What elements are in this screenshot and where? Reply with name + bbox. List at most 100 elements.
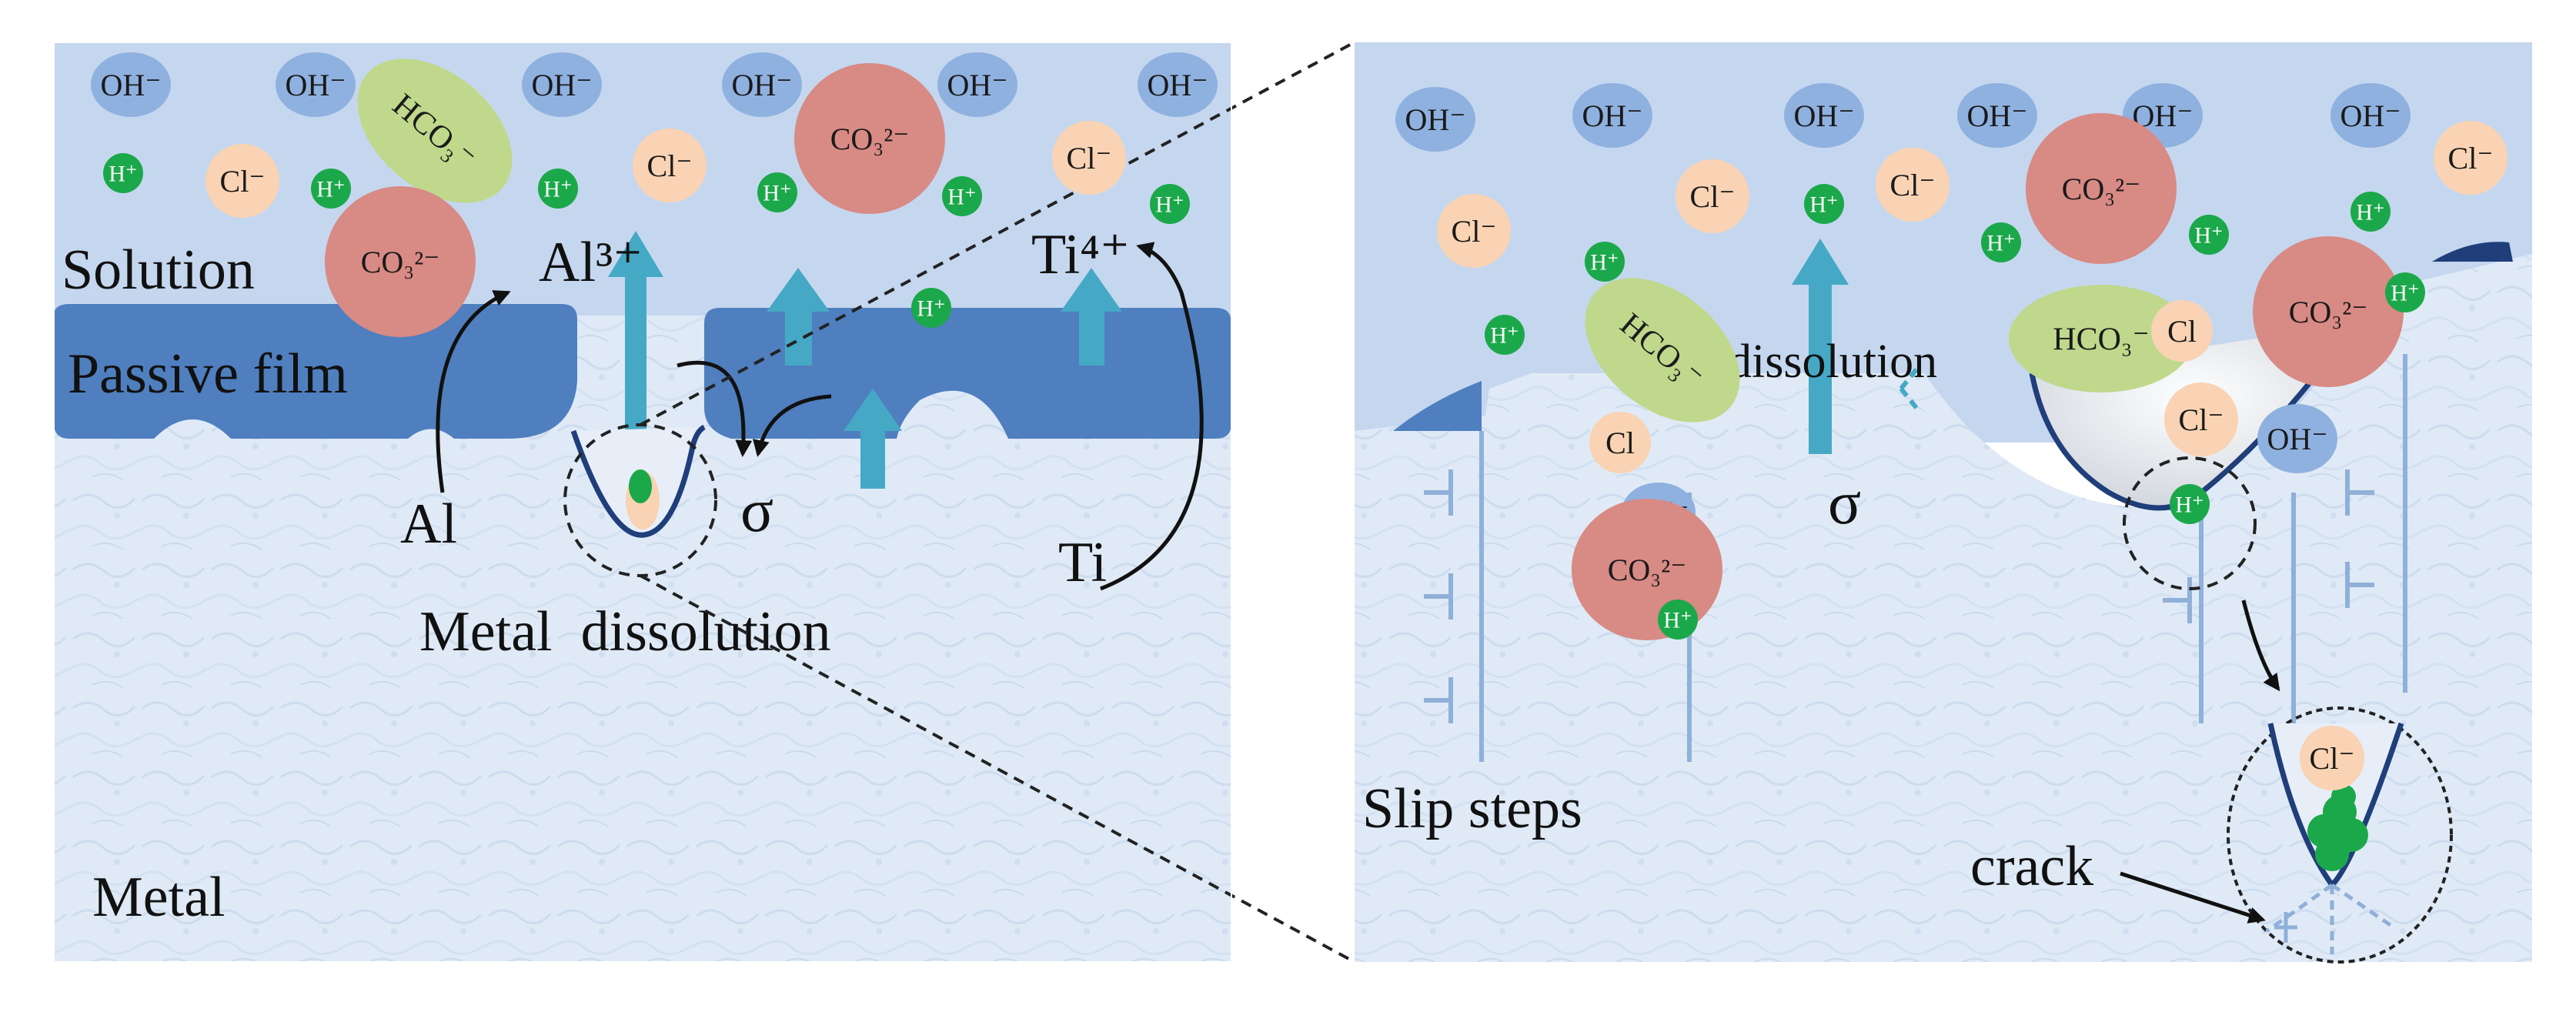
left-panel-frame xyxy=(53,42,1232,963)
ti-label: Ti xyxy=(1058,531,1107,594)
passive-film-label: Passive film xyxy=(68,342,348,406)
oh-ion-label: OH⁻ xyxy=(947,68,1008,102)
crack-tip-marker xyxy=(2274,912,2297,943)
clp-ion: Cl xyxy=(1589,412,1651,473)
h-ion-label: H⁺ xyxy=(1155,192,1184,218)
h-ion-label: H⁺ xyxy=(109,162,138,187)
co3-ion-body xyxy=(325,186,476,337)
right-pit-zoom-circle xyxy=(2123,456,2257,590)
film-arrow-1 xyxy=(767,268,830,366)
h-ion-body xyxy=(2385,272,2425,312)
h-ion-body xyxy=(757,172,797,212)
co3-ion: CO₃²⁻ xyxy=(1572,499,1722,640)
hco3-ion-body xyxy=(1585,278,1740,423)
cl-ion-label: Cl⁻ xyxy=(1890,168,1936,202)
oh-ion-body xyxy=(2257,404,2337,473)
dissolution-dash-right xyxy=(1899,368,1919,409)
h-ion: H⁺ xyxy=(942,176,982,216)
h-ion-label: H⁺ xyxy=(1986,231,2016,256)
cl-ion-label: Cl⁻ xyxy=(1452,214,1497,249)
solution-label: Solution xyxy=(62,239,255,302)
cl-ion-body xyxy=(1876,148,1950,222)
oh-ion-label: OH⁻ xyxy=(1967,99,2028,133)
oh-ion: OH⁻ xyxy=(91,52,171,117)
sigma-curve-arrow-2 xyxy=(753,394,832,457)
cl-ion: Cl⁻ xyxy=(205,144,279,218)
h-ion-body xyxy=(1150,184,1190,224)
oh-ion: OH⁻ xyxy=(1395,87,1475,152)
cl-ion-body xyxy=(2434,121,2508,195)
h-ion-label: H⁺ xyxy=(1809,192,1839,218)
crack-label: crack xyxy=(1970,835,2093,898)
cl-ion: Cl⁻ xyxy=(2434,121,2508,195)
cl-ion-label: Cl⁻ xyxy=(2448,141,2494,175)
crack-tip-dashes xyxy=(2265,883,2395,954)
al-label: Al xyxy=(400,493,457,556)
metal-dissolution-label: Metal dissolution xyxy=(419,600,830,663)
h-ion: H⁺ xyxy=(2350,192,2391,232)
cl-ion-body xyxy=(633,129,707,202)
h-ion-label: H⁺ xyxy=(543,177,573,202)
co3-ion-body xyxy=(2253,236,2404,387)
oh-ion-label: OH⁻ xyxy=(1582,99,1643,133)
cl-ion: Cl⁻ xyxy=(1676,159,1749,233)
crack-label-arrow xyxy=(2120,871,2266,923)
cl-ion-label: Cl⁻ xyxy=(2179,402,2224,437)
hco3-ion-body xyxy=(2009,285,2193,392)
cl-ion: Cl⁻ xyxy=(1437,194,1511,268)
cl-ion: Cl⁻ xyxy=(2164,382,2238,456)
oh-ion-body xyxy=(722,52,802,117)
h-ion-label: H⁺ xyxy=(316,177,346,202)
passive-film-segment-1 xyxy=(54,304,577,439)
h-ion-body xyxy=(538,169,578,209)
cl-ion: Cl⁻ xyxy=(1876,148,1950,222)
oh-ion-label: OH⁻ xyxy=(2340,99,2401,133)
oh-ion-label: OH⁻ xyxy=(1148,68,1208,102)
co3-ion-body xyxy=(794,63,945,214)
h-ion-body xyxy=(311,169,351,209)
h-ion-label: H⁺ xyxy=(1663,608,1692,633)
h-ion-body xyxy=(1485,315,1525,355)
h-ion-body xyxy=(942,176,982,216)
oh-ion: OH⁻ xyxy=(722,52,802,117)
co3-ion: CO₃²⁻ xyxy=(325,186,476,337)
slip-marker xyxy=(2345,562,2374,608)
co3-ion-label: CO₃²⁻ xyxy=(830,122,910,156)
co3-ion-body xyxy=(2026,113,2177,264)
oh-ion-label: OH⁻ xyxy=(286,68,346,102)
oh-ion: OH⁻ xyxy=(2330,83,2411,148)
oh-ion-label: OH⁻ xyxy=(1794,99,1855,133)
oh-ion-body xyxy=(91,52,171,117)
clp-ion-body xyxy=(1589,412,1651,473)
al-dissolution-arrow xyxy=(608,231,663,439)
h-ion-label: H⁺ xyxy=(917,296,946,322)
oh-ion: OH⁻ xyxy=(276,52,356,117)
h-ion-body xyxy=(1658,600,1698,640)
film-arrows xyxy=(767,268,1122,489)
left-pit-h-ion xyxy=(629,469,652,503)
cl-ion-label: Cl⁻ xyxy=(2310,741,2355,776)
cl-ion-body xyxy=(2300,726,2364,790)
right-dissolution-arrow xyxy=(1792,239,1849,454)
cl-ion-body xyxy=(1052,121,1126,195)
oh-ion: OH⁻ xyxy=(1784,83,1864,148)
h-ion: H⁺ xyxy=(2189,215,2229,255)
cl-ion-label: Cl⁻ xyxy=(647,149,693,183)
h-ion-body xyxy=(1585,242,1625,282)
h-ion: H⁺ xyxy=(1150,184,1190,224)
oh-ion-label: OH⁻ xyxy=(732,68,793,102)
hco3-ion: HCO₃⁻ xyxy=(357,58,513,203)
h-ion-body xyxy=(1981,222,2021,262)
cl-ion-label: Cl⁻ xyxy=(1690,179,1736,214)
oh-ion: OH⁻ xyxy=(937,52,1017,117)
co3-ion: CO₃²⁻ xyxy=(2253,236,2404,387)
oh-ion-label: OH⁻ xyxy=(532,68,593,102)
h-ion-body xyxy=(911,288,951,328)
hco3-ion: HCO₃⁻ xyxy=(1585,278,1740,423)
cl-ion-body xyxy=(1437,194,1511,268)
co3-ion-label: CO₃²⁻ xyxy=(2289,295,2368,329)
cl-ion-body xyxy=(2164,382,2238,456)
oh-ion-body xyxy=(1957,83,2037,148)
